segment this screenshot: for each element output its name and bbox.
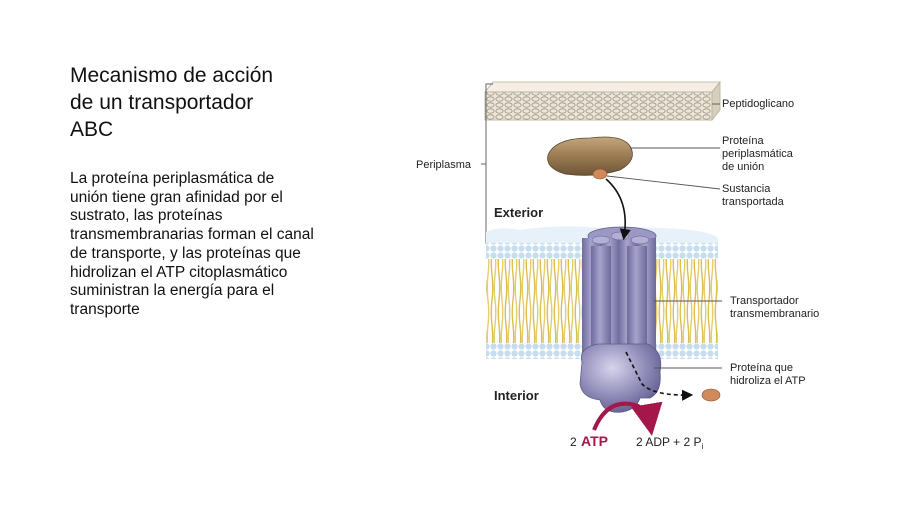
label-adp: 2 ADP + 2 Pi xyxy=(636,435,704,451)
label-pi-subscript: i xyxy=(702,442,704,451)
label-adp-main: 2 ADP + 2 P xyxy=(636,435,702,449)
slide-body-text: La proteína periplasmática de unión tien… xyxy=(70,170,314,318)
label-binding-protein-2: periplasmática xyxy=(722,148,794,160)
released-substance xyxy=(701,388,721,402)
transported-substance xyxy=(592,168,608,180)
slide-title: Mecanismo de acción de un transportador … xyxy=(70,64,274,141)
peptidoglycan-layer xyxy=(484,80,721,122)
periplasmic-binding-protein xyxy=(547,136,633,176)
label-atp: ATP xyxy=(581,433,608,449)
exit-path-dashed xyxy=(625,351,694,401)
label-substance-1: Sustancia xyxy=(722,183,771,195)
label-atp-count: 2 xyxy=(570,435,577,449)
label-binding-protein-3: de unión xyxy=(722,161,764,173)
abc-transporter-diagram: Peptidoglicano Proteína periplasmática d… xyxy=(416,80,819,451)
label-peptidoglycan: Peptidoglicano xyxy=(722,98,794,110)
label-transporter-1: Transportador xyxy=(730,295,799,307)
label-transporter-2: transmembranario xyxy=(730,308,819,320)
atp-hydrolysis-arrow xyxy=(592,401,663,436)
label-periplasm: Periplasma xyxy=(416,159,472,171)
label-substance-2: transportada xyxy=(722,196,785,208)
label-atpase-1: Proteína que xyxy=(730,362,793,374)
label-binding-protein-1: Proteína xyxy=(722,135,764,147)
atp-hydrolyzing-protein xyxy=(579,343,662,413)
label-interior: Interior xyxy=(494,388,539,403)
leader-lines xyxy=(606,103,722,369)
label-atpase-2: hidroliza el ATP xyxy=(730,375,806,387)
substance-path-arrow xyxy=(605,178,631,241)
label-exterior: Exterior xyxy=(494,205,543,220)
transmembrane-transporter xyxy=(582,226,657,370)
